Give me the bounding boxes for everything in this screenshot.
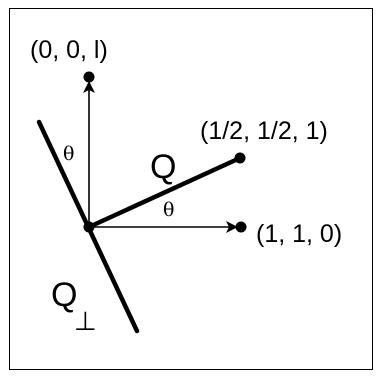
label-point-111-2: (1/2, 1/2, 1) — [200, 117, 328, 145]
point-001-dot — [83, 71, 95, 83]
point-110-dot — [235, 221, 247, 233]
label-theta-horizontal: θ — [163, 199, 174, 221]
label-vector-q-perp: Q — [51, 276, 77, 314]
label-point-110: (1, 1, 0) — [256, 220, 342, 248]
label-point-001: (0, 0, l) — [30, 36, 108, 64]
point-111-2-dot — [234, 152, 246, 164]
label-theta-vertical: θ — [63, 143, 74, 165]
label-vector-q: Q — [150, 148, 176, 186]
origin-dot — [83, 221, 95, 233]
label-perp-subscript: ⊥ — [74, 306, 97, 336]
vector-q-line — [86, 155, 243, 230]
